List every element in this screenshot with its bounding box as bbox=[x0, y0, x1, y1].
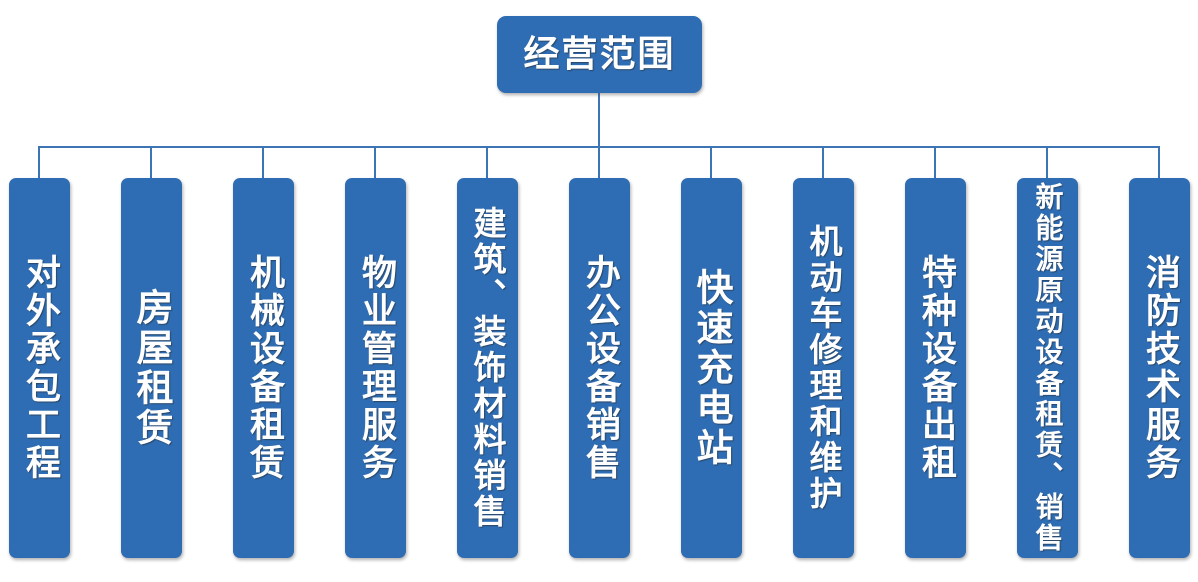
leaf-node-11[interactable]: 消防技术服务 bbox=[1129, 178, 1190, 558]
drop-line-7 bbox=[710, 146, 712, 178]
leaf-node-label-9: 特种设备出租 bbox=[916, 254, 956, 482]
root-node-label: 经营范围 bbox=[523, 33, 676, 75]
drop-line-4 bbox=[374, 146, 376, 178]
leaf-node-label-2: 房屋租赁 bbox=[130, 288, 173, 448]
drop-line-3 bbox=[262, 146, 264, 178]
drop-line-6 bbox=[598, 146, 600, 178]
drop-line-11 bbox=[1158, 146, 1160, 178]
drop-line-9 bbox=[934, 146, 936, 178]
leaf-node-label-11: 消防技术服务 bbox=[1140, 254, 1180, 482]
leaf-node-label-10: 新能源原动设备租赁、销售 bbox=[1031, 182, 1065, 554]
leaf-node-label-7: 快速充电站 bbox=[690, 268, 733, 468]
leaf-node-label-3: 机械设备租赁 bbox=[244, 254, 284, 482]
leaf-node-9[interactable]: 特种设备出租 bbox=[905, 178, 966, 558]
horizontal-bus-connector bbox=[39, 146, 1159, 148]
leaf-node-label-1: 对外承包工程 bbox=[20, 254, 60, 482]
leaf-node-7[interactable]: 快速充电站 bbox=[681, 178, 742, 558]
drop-line-5 bbox=[486, 146, 488, 178]
leaf-node-2[interactable]: 房屋租赁 bbox=[121, 178, 182, 558]
leaf-node-3[interactable]: 机械设备租赁 bbox=[233, 178, 294, 558]
leaf-node-1[interactable]: 对外承包工程 bbox=[9, 178, 70, 558]
leaf-node-label-8: 机动车修理和维护 bbox=[804, 224, 843, 512]
leaf-node-6[interactable]: 办公设备销售 bbox=[569, 178, 630, 558]
root-stem-connector bbox=[598, 93, 600, 146]
drop-line-10 bbox=[1046, 146, 1048, 178]
leaf-node-4[interactable]: 物业管理服务 bbox=[345, 178, 406, 558]
leaf-node-8[interactable]: 机动车修理和维护 bbox=[793, 178, 854, 558]
drop-line-8 bbox=[822, 146, 824, 178]
drop-line-2 bbox=[150, 146, 152, 178]
leaf-node-5[interactable]: 建筑、装饰材料销售 bbox=[457, 178, 518, 558]
root-node-business-scope[interactable]: 经营范围 bbox=[497, 16, 702, 93]
leaf-node-label-5: 建筑、装饰材料销售 bbox=[468, 206, 507, 530]
leaf-node-label-6: 办公设备销售 bbox=[580, 254, 620, 482]
leaf-node-10[interactable]: 新能源原动设备租赁、销售 bbox=[1017, 178, 1078, 558]
drop-line-1 bbox=[38, 146, 40, 178]
leaf-node-label-4: 物业管理服务 bbox=[356, 254, 396, 482]
